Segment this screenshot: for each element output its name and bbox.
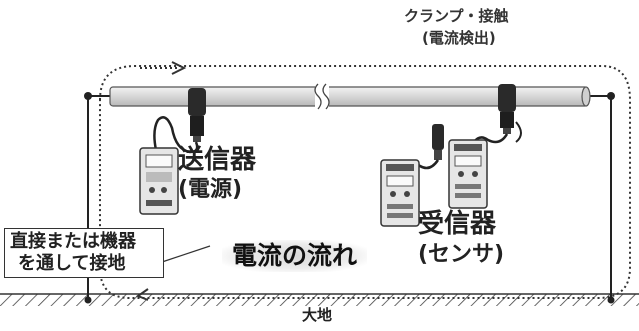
receiver-label: 受信器 xyxy=(418,209,497,239)
transmitter-clamp xyxy=(153,88,206,154)
transmitter-label: 送信器 xyxy=(178,145,257,175)
transmitter-sublabel: (電源) xyxy=(178,177,243,202)
grounding-callout-box xyxy=(4,228,164,278)
transmitter-device xyxy=(139,147,179,215)
current-flow-label: 電流の流れ xyxy=(222,240,368,272)
ground-hatching xyxy=(0,294,639,306)
receiver-clamp-2 xyxy=(473,84,522,144)
flow-arrow-top xyxy=(140,61,187,75)
flow-arrow-bottom-left xyxy=(135,288,149,301)
receiver-device-2 xyxy=(448,139,488,209)
receiver-sublabel: (センサ) xyxy=(418,242,505,267)
left-ground-node xyxy=(84,296,92,304)
receiver-device-1 xyxy=(380,159,420,227)
current-flow-loop xyxy=(99,65,631,299)
grounding-callout-line xyxy=(161,245,211,263)
grounding-label-line1: 直接または機器 xyxy=(10,231,136,252)
earth-label: 大地 xyxy=(302,306,333,324)
grounding-label-line2: を通して接地 xyxy=(18,253,126,274)
clamp-label: クランプ・接触 xyxy=(404,7,509,25)
clamp-sublabel: (電流検出) xyxy=(422,29,496,47)
right-ground-node xyxy=(607,296,615,304)
buried-pipe xyxy=(109,83,591,110)
